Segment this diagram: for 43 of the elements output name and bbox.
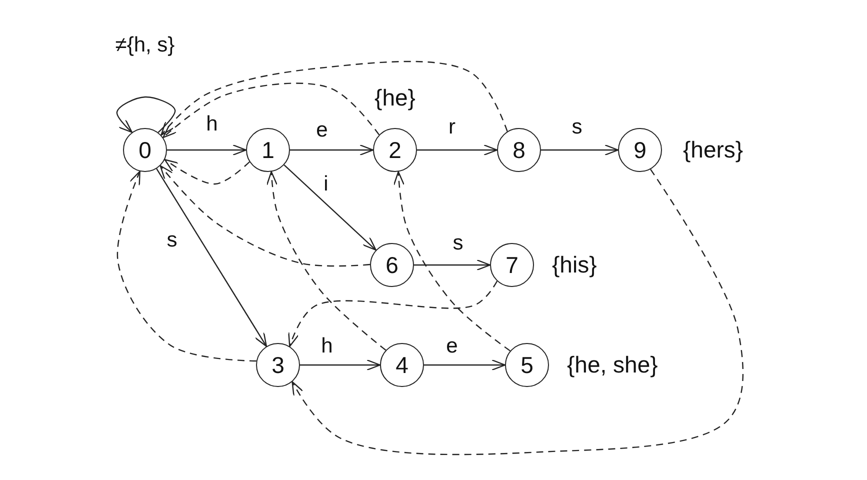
state-circle xyxy=(370,243,414,287)
arrow xyxy=(116,96,176,133)
state-circle xyxy=(246,128,290,172)
edge-label: ≠{h, s} xyxy=(113,34,177,56)
state-circle xyxy=(505,343,549,387)
dashed-arrow xyxy=(292,168,744,456)
arrow xyxy=(414,259,491,271)
state-number: 4 xyxy=(396,352,408,378)
dashed-arrow xyxy=(164,159,250,185)
arrow xyxy=(284,164,376,251)
arrow xyxy=(541,144,619,156)
state-number: 9 xyxy=(634,136,646,164)
state-number: 5 xyxy=(520,352,534,378)
dashed-arrow xyxy=(160,60,508,136)
dashed-arrow xyxy=(393,171,510,352)
arrow xyxy=(424,359,506,371)
state-number: 6 xyxy=(386,252,398,278)
state-circle xyxy=(256,343,300,387)
arrow xyxy=(290,144,374,156)
dashed-arrow xyxy=(160,165,370,267)
state-circle xyxy=(490,243,534,287)
output-set-label: {he, she} xyxy=(567,352,658,378)
state-number: 3 xyxy=(272,352,284,378)
arrow xyxy=(300,359,381,371)
state-circle xyxy=(123,128,167,172)
arrow xyxy=(417,144,498,156)
state-number: 7 xyxy=(506,252,518,278)
state-circle xyxy=(497,128,541,172)
output-set-label: {his} xyxy=(552,252,597,278)
state-number: 2 xyxy=(388,136,402,164)
dashed-arrow xyxy=(266,171,386,351)
arrow xyxy=(156,168,268,347)
state-circle xyxy=(380,343,424,387)
state-number: 1 xyxy=(262,136,274,164)
output-set-label: {hers} xyxy=(683,136,744,164)
output-set-label: {he} xyxy=(374,84,416,112)
state-number: 0 xyxy=(138,136,152,164)
dashed-arrow xyxy=(162,82,380,138)
arrow xyxy=(167,144,247,156)
state-circle xyxy=(618,128,662,172)
dashed-arrow xyxy=(288,280,498,347)
state-number: 8 xyxy=(512,136,526,164)
state-circle xyxy=(373,128,417,172)
